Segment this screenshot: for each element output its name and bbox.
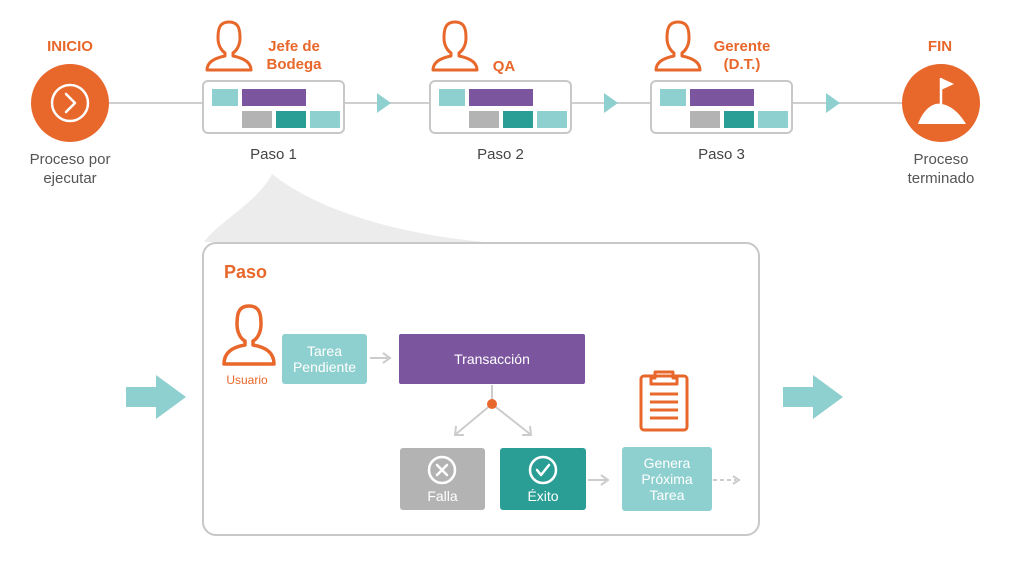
- transaction-box[interactable]: Transacción: [399, 334, 585, 384]
- user-label: Usuario: [226, 373, 268, 387]
- step1-label: Paso 1: [250, 146, 297, 163]
- end-caption-line1: Proceso: [913, 151, 969, 168]
- fail-label: Falla: [427, 488, 458, 504]
- step2-block-lightteal: [439, 89, 465, 106]
- step3-block-lightteal2: [758, 111, 788, 128]
- end-button[interactable]: [902, 64, 980, 142]
- step3-block-lightteal: [660, 89, 686, 106]
- start-caption: Proceso por ejecutar: [10, 150, 130, 188]
- step3-block-teal: [724, 111, 754, 128]
- check-circle-icon: [528, 455, 558, 485]
- chevron-right-icon: [50, 83, 90, 123]
- step3-box[interactable]: [650, 80, 793, 134]
- start-caption-line1: Proceso por: [29, 151, 111, 168]
- clipboard-icon: [639, 370, 689, 432]
- next-line1: Genera: [643, 455, 691, 471]
- user-icon: [205, 20, 253, 72]
- fail-box[interactable]: Falla: [400, 448, 485, 510]
- step2-block-teal: [503, 111, 533, 128]
- start-button[interactable]: [31, 64, 109, 142]
- step3-role-line1: Gerente: [713, 38, 771, 55]
- pending-line1: Tarea: [306, 343, 343, 359]
- next-line2: Próxima: [641, 471, 693, 487]
- step3-block-gray: [690, 111, 720, 128]
- step2-label: Paso 2: [477, 146, 524, 163]
- arrow-icon: [604, 93, 618, 113]
- step2-block-purple: [469, 89, 533, 106]
- step3-block-purple: [690, 89, 754, 106]
- user-icon: [222, 304, 276, 366]
- next-line3: Tarea: [649, 487, 685, 503]
- step2-block-lightteal2: [537, 111, 567, 128]
- transaction-label: Transacción: [454, 351, 530, 367]
- arrow-icon: [377, 93, 391, 113]
- user-icon: [654, 20, 702, 72]
- step1-block-lightteal: [212, 89, 238, 106]
- step2-role: QA: [492, 58, 516, 75]
- out-arrow-icon: [783, 375, 843, 424]
- step1-block-gray: [242, 111, 272, 128]
- flag-hill-icon: [918, 78, 966, 124]
- pending-task-box[interactable]: Tarea Pendiente: [282, 334, 367, 384]
- callout-wedge: [204, 174, 484, 242]
- step2-box[interactable]: [429, 80, 572, 134]
- step1-block-teal: [276, 111, 306, 128]
- step1-role: Jefe de Bodega: [256, 38, 332, 74]
- end-caption: Proceso terminado: [881, 150, 1001, 188]
- start-caption-line2: ejecutar: [43, 170, 97, 187]
- arrow-icon: [826, 93, 840, 113]
- end-caption-line2: terminado: [907, 170, 975, 187]
- step3-label: Paso 3: [698, 146, 745, 163]
- step2-block-gray: [469, 111, 499, 128]
- step3-role: Gerente (D.T.): [704, 38, 780, 74]
- step1-box[interactable]: [202, 80, 345, 134]
- success-label: Éxito: [527, 488, 559, 504]
- pending-line2: Pendiente: [292, 359, 357, 375]
- user-icon: [431, 20, 479, 72]
- step1-block-purple: [242, 89, 306, 106]
- end-title: FIN: [927, 38, 953, 55]
- success-box[interactable]: Éxito: [500, 448, 586, 510]
- in-arrow-icon: [126, 375, 186, 424]
- step1-role-line1: Jefe de: [268, 38, 320, 55]
- step1-block-lightteal2: [310, 111, 340, 128]
- start-title: INICIO: [47, 38, 93, 55]
- step3-role-line2: (D.T.): [723, 56, 761, 73]
- detail-title: Paso: [224, 262, 268, 282]
- x-circle-icon: [427, 455, 457, 485]
- step1-role-line2: Bodega: [266, 56, 322, 73]
- next-task-box[interactable]: Genera Próxima Tarea: [622, 447, 712, 511]
